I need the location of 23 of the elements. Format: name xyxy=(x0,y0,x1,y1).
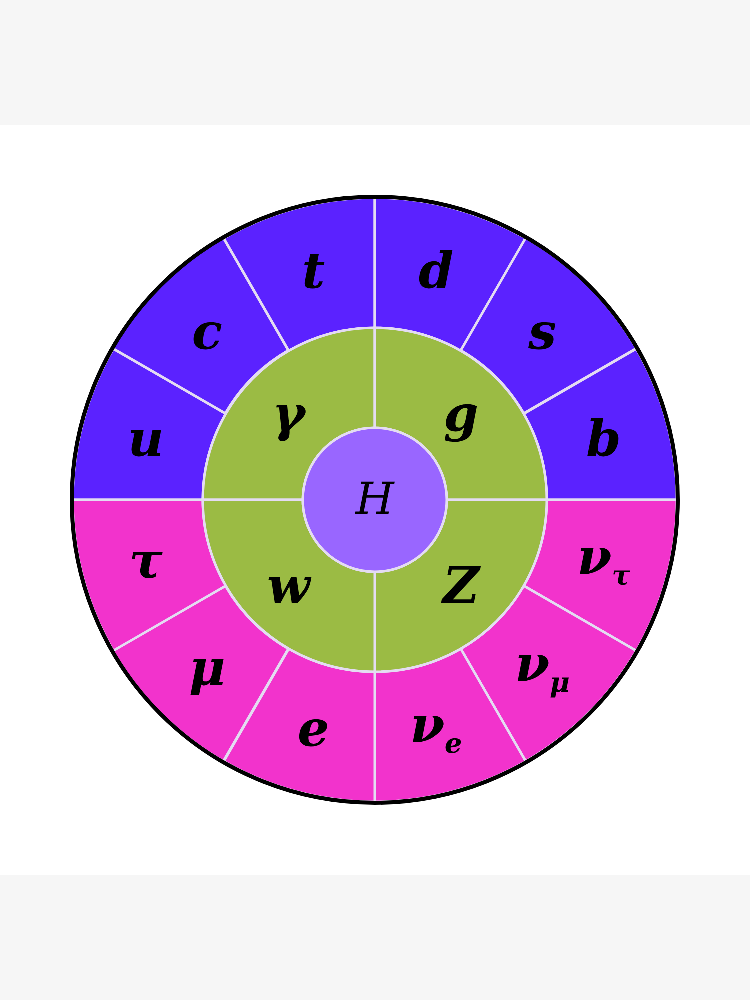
particle-symbol: ν$_{e}$ xyxy=(410,700,462,758)
particle-symbol: b xyxy=(586,414,622,464)
particle-symbol: w xyxy=(267,561,310,612)
particle-symbol: e xyxy=(298,704,330,754)
particle-symbol: c xyxy=(192,307,223,358)
particle-symbol: ν$_{τ}$ xyxy=(577,532,631,591)
particle-symbol: t xyxy=(302,246,326,296)
particle-symbol: ν$_{μ}$ xyxy=(515,638,570,697)
outer-ring-segment xyxy=(224,648,375,802)
particle-symbol: μ xyxy=(189,642,226,693)
outer-ring-segment xyxy=(224,198,375,352)
outer-ring-segment xyxy=(375,198,526,352)
outer-ring-segment xyxy=(73,500,226,651)
outer-ring-segment xyxy=(73,349,226,500)
outer-ring-segment xyxy=(524,500,677,651)
particle-symbol: γ xyxy=(272,388,306,439)
particle-symbol: d xyxy=(418,246,454,296)
particle-symbol: s xyxy=(528,307,557,358)
outer-ring-segment xyxy=(524,349,677,500)
particle-symbol: H xyxy=(356,478,394,522)
particle-symbol: Z xyxy=(443,561,480,612)
particle-symbol: τ xyxy=(129,536,163,586)
particle-symbol: u xyxy=(128,414,164,464)
